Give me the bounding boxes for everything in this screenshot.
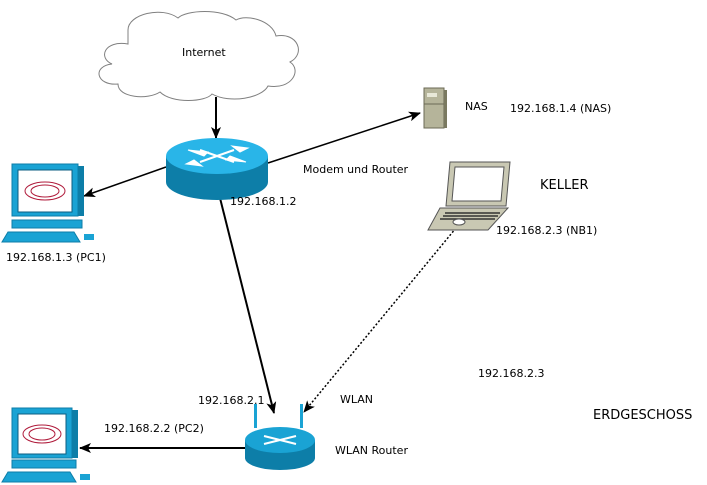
internet-cloud-icon	[98, 11, 299, 101]
modem-router-ip-label: 192.168.1.2	[230, 195, 297, 208]
wlan-router-icon[interactable]	[245, 404, 315, 470]
wlan-router-label: WLAN Router	[335, 444, 408, 457]
pc2-ip-label: 192.168.2.2 (PC2)	[104, 422, 204, 435]
notebook-laptop-icon[interactable]	[427, 161, 511, 231]
notebook-ip-label: 192.168.2.3 (NB1)	[496, 224, 598, 237]
wlan-link-label: WLAN	[340, 393, 374, 406]
link-router-wlan	[219, 197, 277, 414]
link-router-pc1	[83, 166, 167, 198]
router-icon[interactable]	[166, 138, 268, 200]
nas-ip-label: 192.168.1.4 (NAS)	[510, 102, 612, 115]
link-router-nas	[267, 111, 421, 164]
pc1-ip-label: 192.168.1.3 (PC1)	[6, 251, 106, 264]
nas-label: NAS	[465, 100, 488, 113]
link-notebook-wlan	[303, 227, 457, 413]
wlan-router-ip-label: 192.168.2.1	[198, 394, 265, 407]
pc2-computer-icon[interactable]	[1, 407, 90, 483]
nas-server-icon[interactable]	[423, 87, 447, 129]
pc1-computer-icon[interactable]	[1, 163, 94, 243]
zone-erdgeschoss-label: ERDGESCHOSS	[593, 408, 693, 423]
internet-label: Internet	[182, 46, 226, 59]
zone-keller-label: KELLER	[540, 178, 589, 193]
modem-router-label: Modem und Router	[303, 163, 409, 176]
floating-ip-label: 192.168.2.3	[478, 367, 545, 380]
